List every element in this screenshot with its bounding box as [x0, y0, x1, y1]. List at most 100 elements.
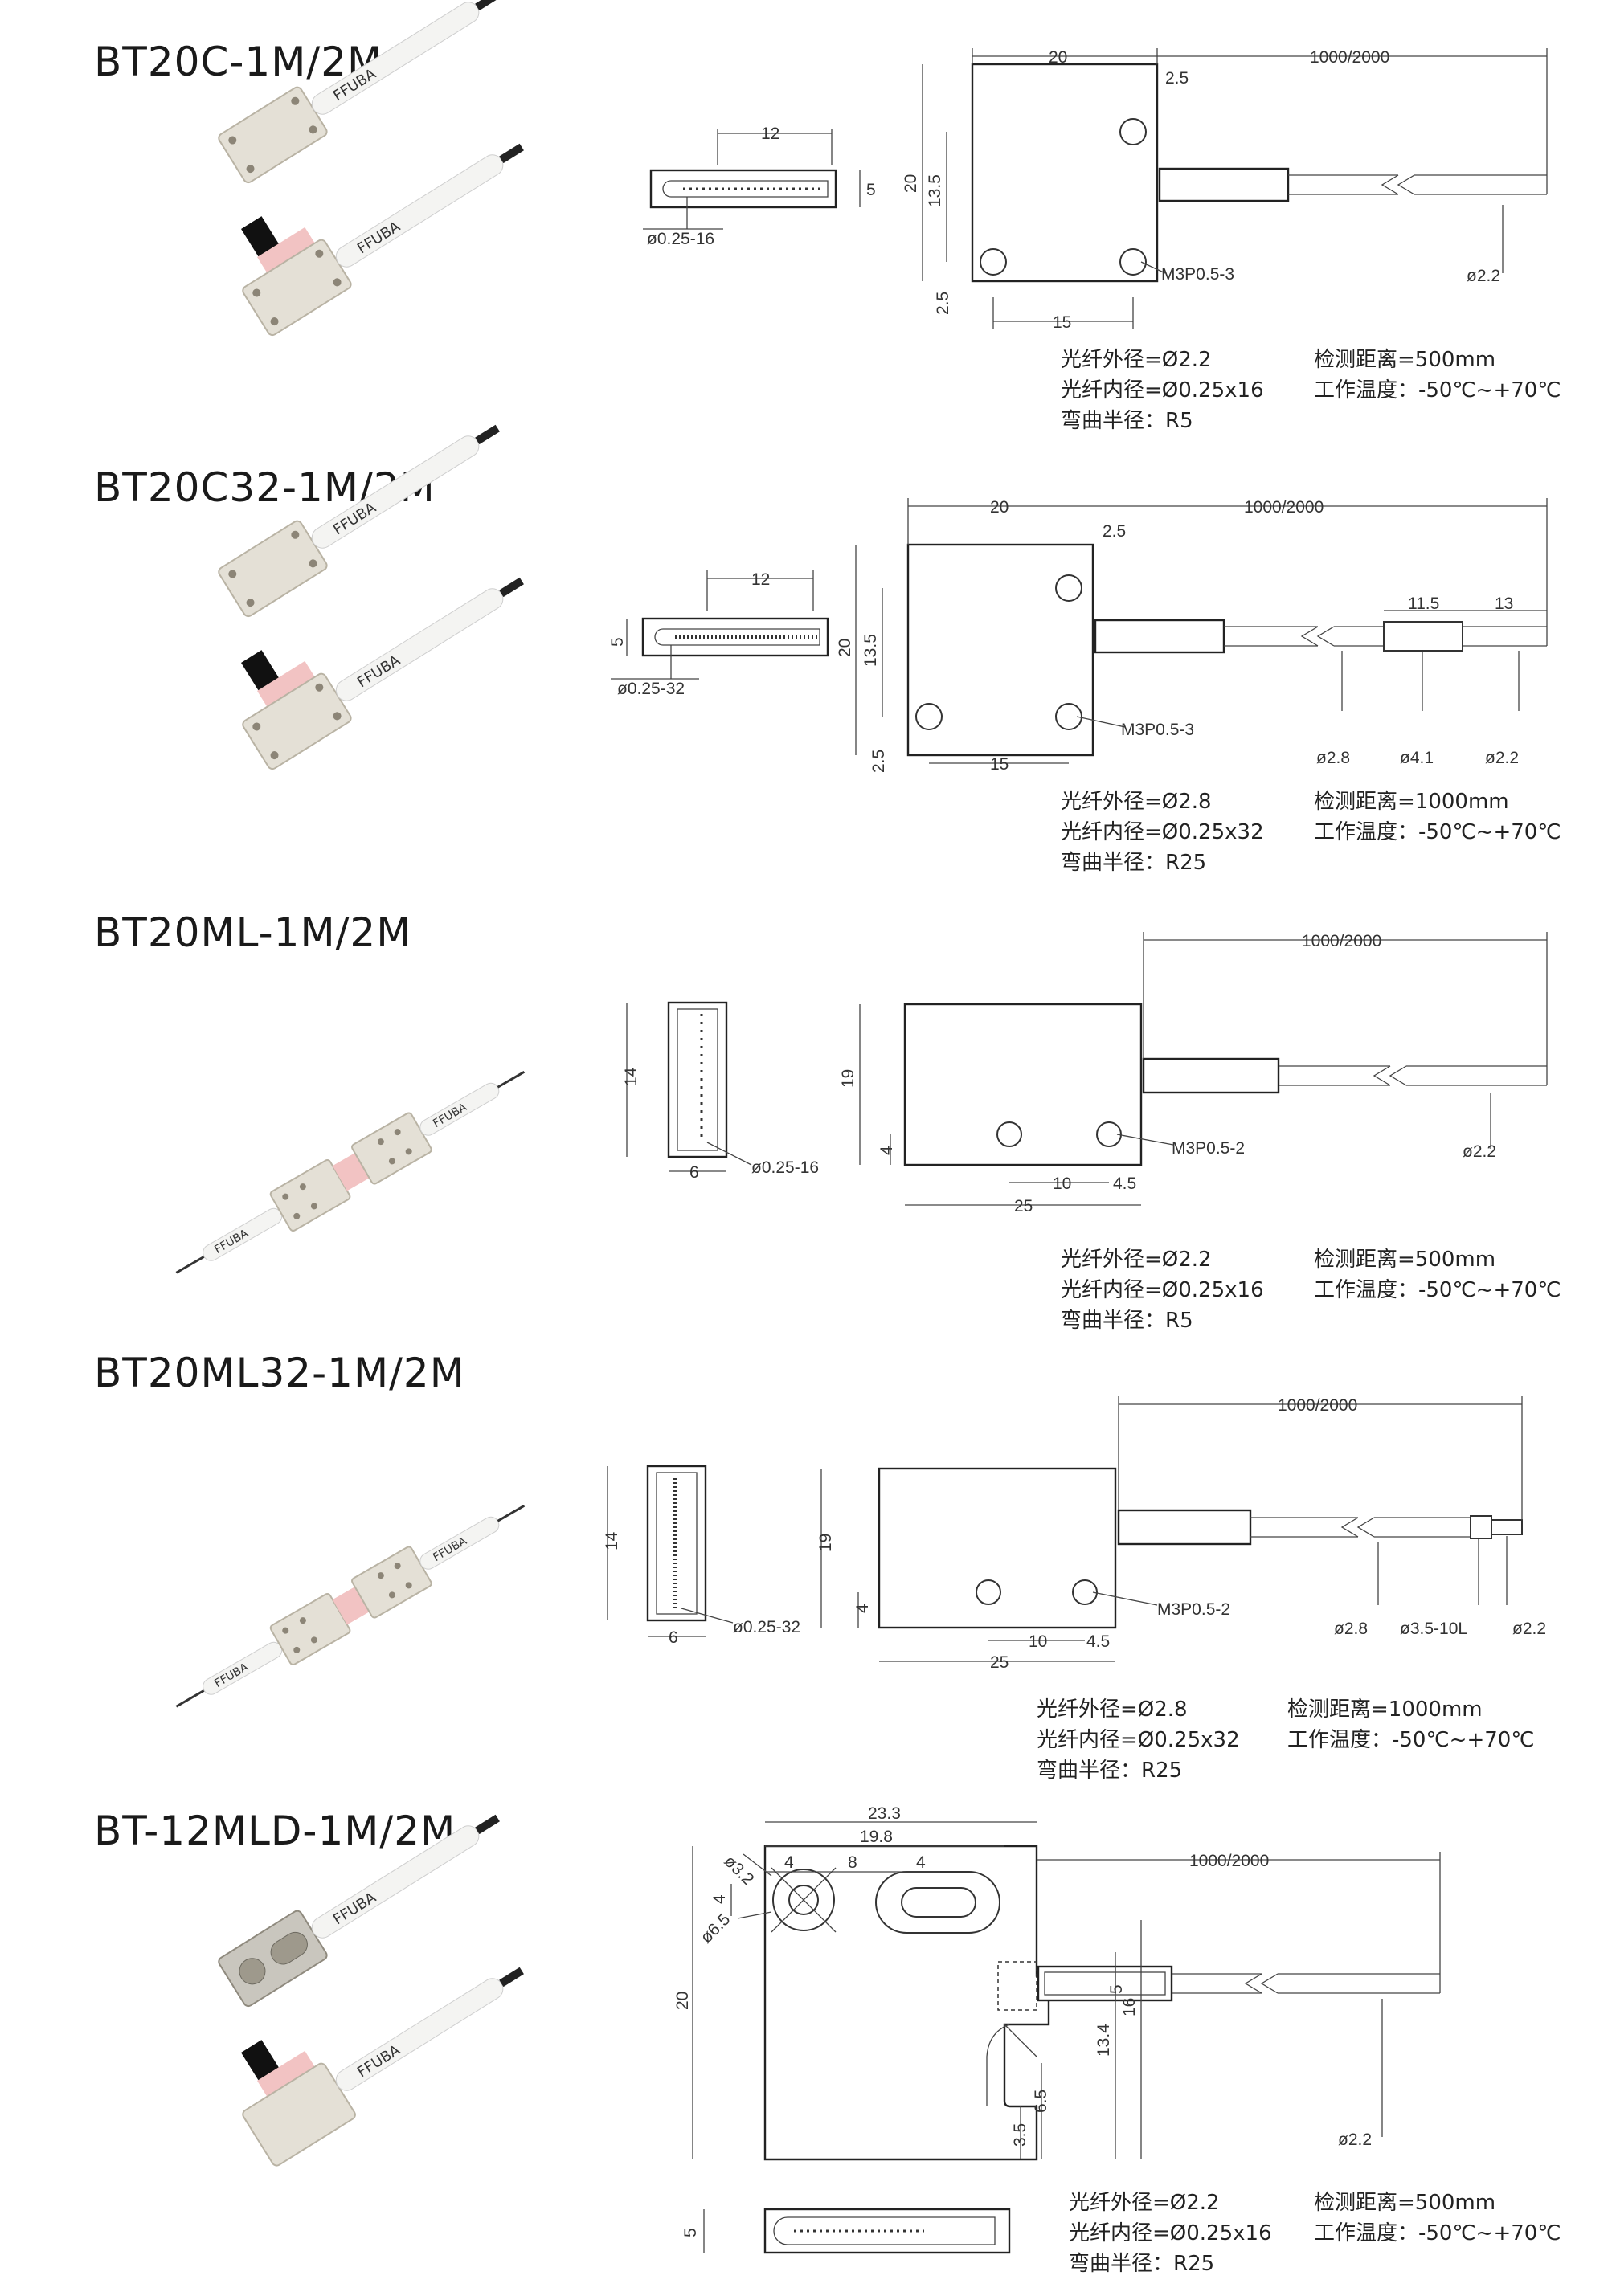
dim-screw: M3P0.5-2 — [1157, 1600, 1230, 1619]
product-photo: FFUBA FFUBA — [175, 1504, 526, 1708]
dim-face-height: 5 — [866, 181, 876, 199]
dim-hole-small: ø3.2 — [720, 1852, 757, 1889]
dim-cable-length: 1000/2000 — [1302, 932, 1381, 950]
dim-screw: M3P0.5-3 — [1121, 721, 1194, 739]
dim-d1: ø2.8 — [1334, 1620, 1368, 1638]
spec-temp: 工作温度：-50℃~+70℃ — [1314, 2221, 1561, 2245]
spec-inner: 光纤内径=Ø0.25x16 — [1069, 2221, 1272, 2245]
spec-bend: 弯曲半径：R25 — [1061, 851, 1206, 875]
dim-face-fiber: ø0.25-32 — [617, 680, 685, 698]
dim-face-fiber: ø0.25-16 — [647, 230, 714, 248]
technical-drawing: 14 6 ø0.25-16 1000/2000 19 4 10 4.5 2 — [622, 932, 1561, 1333]
sensor-head-lower: FFUBA — [242, 143, 524, 337]
spec-inner: 光纤内径=Ø0.25x16 — [1061, 378, 1264, 402]
dim-face-width: 12 — [751, 570, 770, 589]
face-view: 12 5 ø0.25-32 — [608, 570, 829, 698]
dim-width: 20 — [1049, 48, 1067, 67]
dim-height: 19 — [816, 1534, 835, 1552]
dim-width: 25 — [990, 1653, 1009, 1672]
top-view: 1000/2000 19 4 10 4.5 25 M3P0.5-2 ø2.2 — [839, 932, 1548, 1215]
dim-face-height: 5 — [681, 2228, 700, 2237]
technical-drawing: 12 5 ø0.25-16 20 1000/2000 2.5 20 — [643, 48, 1561, 433]
dim-d3: ø2.2 — [1485, 749, 1519, 767]
dim-h6: 3.5 — [1011, 2123, 1029, 2147]
spec-block: 光纤外径=Ø2.8 光纤内径=Ø0.25x32 弯曲半径：R25 检测距离=10… — [1061, 790, 1561, 875]
spec-bend: 弯曲半径：R5 — [1061, 1309, 1193, 1333]
top-view: 1000/2000 19 4 10 4.5 25 M3P0.5-2 ø2.8 ø… — [816, 1396, 1546, 1672]
section-bt20c: BT20C-1M/2M FFUBA FFUBA — [0, 0, 1612, 450]
dim-face-fiber: ø0.25-32 — [733, 1618, 800, 1636]
spec-bend: 弯曲半径：R25 — [1069, 2252, 1214, 2276]
spec-block: 光纤外径=Ø2.2 光纤内径=Ø0.25x16 弯曲半径：R5 检测距离=500… — [1061, 348, 1561, 433]
model-title: BT20ML32-1M/2M — [94, 1350, 465, 1396]
dim-segment-1: 11.5 — [1408, 594, 1439, 613]
spec-distance: 检测距离=500mm — [1314, 348, 1495, 372]
spec-block: 光纤外径=Ø2.8 光纤内径=Ø0.25x32 弯曲半径：R25 检测距离=10… — [1037, 1697, 1535, 1783]
product-photo: FFUBA FFUBA — [218, 1814, 524, 2167]
dim-cable-length: 1000/2000 — [1310, 48, 1389, 67]
spec-inner: 光纤内径=Ø0.25x32 — [1061, 820, 1264, 844]
dim-face-width: 6 — [689, 1163, 699, 1182]
dim-h4: 5 — [1107, 1984, 1126, 1994]
sensor-head-upper: FFUBA — [218, 0, 500, 184]
dim-c: 4 — [916, 1853, 926, 1872]
spec-distance: 检测距离=500mm — [1314, 2191, 1495, 2215]
dim-diameter: ø2.2 — [1338, 2131, 1372, 2149]
spec-temp: 工作温度：-50℃~+70℃ — [1314, 378, 1561, 402]
dim-hole-edge: 4.5 — [1086, 1632, 1110, 1651]
dim-hole-pitch: 13.5 — [861, 634, 880, 667]
dim-a: 4 — [784, 1853, 794, 1872]
spec-outer: 光纤外径=Ø2.2 — [1061, 348, 1212, 372]
model-title: BT20C-1M/2M — [94, 39, 383, 85]
top-view: 20 1000/2000 2.5 20 13.5 2.5 15 M3P0.5-3… — [902, 48, 1548, 332]
spec-distance: 检测距离=500mm — [1314, 1248, 1495, 1272]
technical-drawing: 23.3 19.8 4 8 4 1000/2000 ø3.2 ø6.5 4 20… — [673, 1804, 1561, 2276]
dim-screw: M3P0.5-3 — [1161, 265, 1234, 284]
spec-outer: 光纤外径=Ø2.2 — [1069, 2191, 1220, 2215]
spec-inner: 光纤内径=Ø0.25x16 — [1061, 1278, 1264, 1302]
face-view: 5 — [681, 2208, 1011, 2254]
dim-face-height: 14 — [603, 1531, 621, 1550]
section-bt20c32: BT20C32-1M/2M FFUBA FFUBA 12 — [0, 424, 1612, 900]
dim-hole-x: 15 — [1053, 313, 1071, 332]
face-view: 14 6 ø0.25-32 — [603, 1465, 800, 1647]
dim-face-width: 12 — [761, 125, 779, 143]
dim-diameter: ø2.2 — [1463, 1142, 1496, 1161]
dim-hole-pitch: 10 — [1029, 1632, 1047, 1651]
dim-screw: M3P0.5-2 — [1172, 1139, 1245, 1158]
spec-inner: 光纤内径=Ø0.25x32 — [1037, 1728, 1240, 1752]
dim-b: 8 — [848, 1853, 857, 1872]
spec-temp: 工作温度：-50℃~+70℃ — [1287, 1728, 1535, 1752]
spec-outer: 光纤外径=Ø2.8 — [1061, 790, 1212, 814]
dim-h2: 16 — [1120, 1998, 1139, 2016]
face-view: 14 6 ø0.25-16 — [622, 1001, 819, 1182]
product-photo: FFUBA FFUBA — [218, 424, 524, 770]
dim-diameter: ø2.2 — [1467, 267, 1500, 285]
product-photo: FFUBA FFUBA — [175, 1070, 526, 1274]
top-view: 23.3 19.8 4 8 4 1000/2000 ø3.2 ø6.5 4 20… — [673, 1804, 1441, 2161]
section-bt20ml32: BT20ML32-1M/2M FFUBA FFUBA 14 6 — [0, 1350, 1612, 1783]
spec-distance: 检测距离=1000mm — [1314, 790, 1509, 814]
dim-height: 20 — [836, 639, 854, 657]
spec-block: 光纤外径=Ø2.2 光纤内径=Ø0.25x16 弯曲半径：R5 检测距离=500… — [1061, 1248, 1561, 1333]
dim-h5: 6.5 — [1032, 2090, 1050, 2113]
dim-width-inner: 19.8 — [860, 1828, 893, 1846]
dim-segment-2: 13 — [1495, 594, 1513, 613]
dim-hole-y: 4 — [853, 1604, 872, 1613]
dim-width-total: 23.3 — [868, 1804, 901, 1823]
dim-d2: ø3.5-10L — [1400, 1620, 1467, 1638]
technical-drawing: 12 5 ø0.25-32 20 1000/2000 2.5 11.5 13 — [608, 498, 1561, 875]
dim-height: 19 — [839, 1069, 857, 1088]
dim-cable-length: 1000/2000 — [1189, 1852, 1269, 1870]
dim-gap: 2.5 — [1165, 69, 1189, 88]
dim-height: 20 — [673, 1992, 692, 2010]
dim-width: 20 — [990, 498, 1009, 517]
dim-face-height: 14 — [622, 1067, 640, 1086]
model-title: BT-12MLD-1M/2M — [94, 1808, 456, 1854]
spec-bend: 弯曲半径：R25 — [1037, 1759, 1182, 1783]
dim-hole-pitch: 10 — [1053, 1175, 1071, 1193]
dim-height: 20 — [902, 174, 920, 193]
dim-h3: 13.4 — [1094, 2024, 1113, 2057]
spec-block: 光纤外径=Ø2.2 光纤内径=Ø0.25x16 弯曲半径：R25 检测距离=50… — [1069, 2191, 1561, 2276]
dim-hole-edge: 4.5 — [1113, 1175, 1136, 1193]
